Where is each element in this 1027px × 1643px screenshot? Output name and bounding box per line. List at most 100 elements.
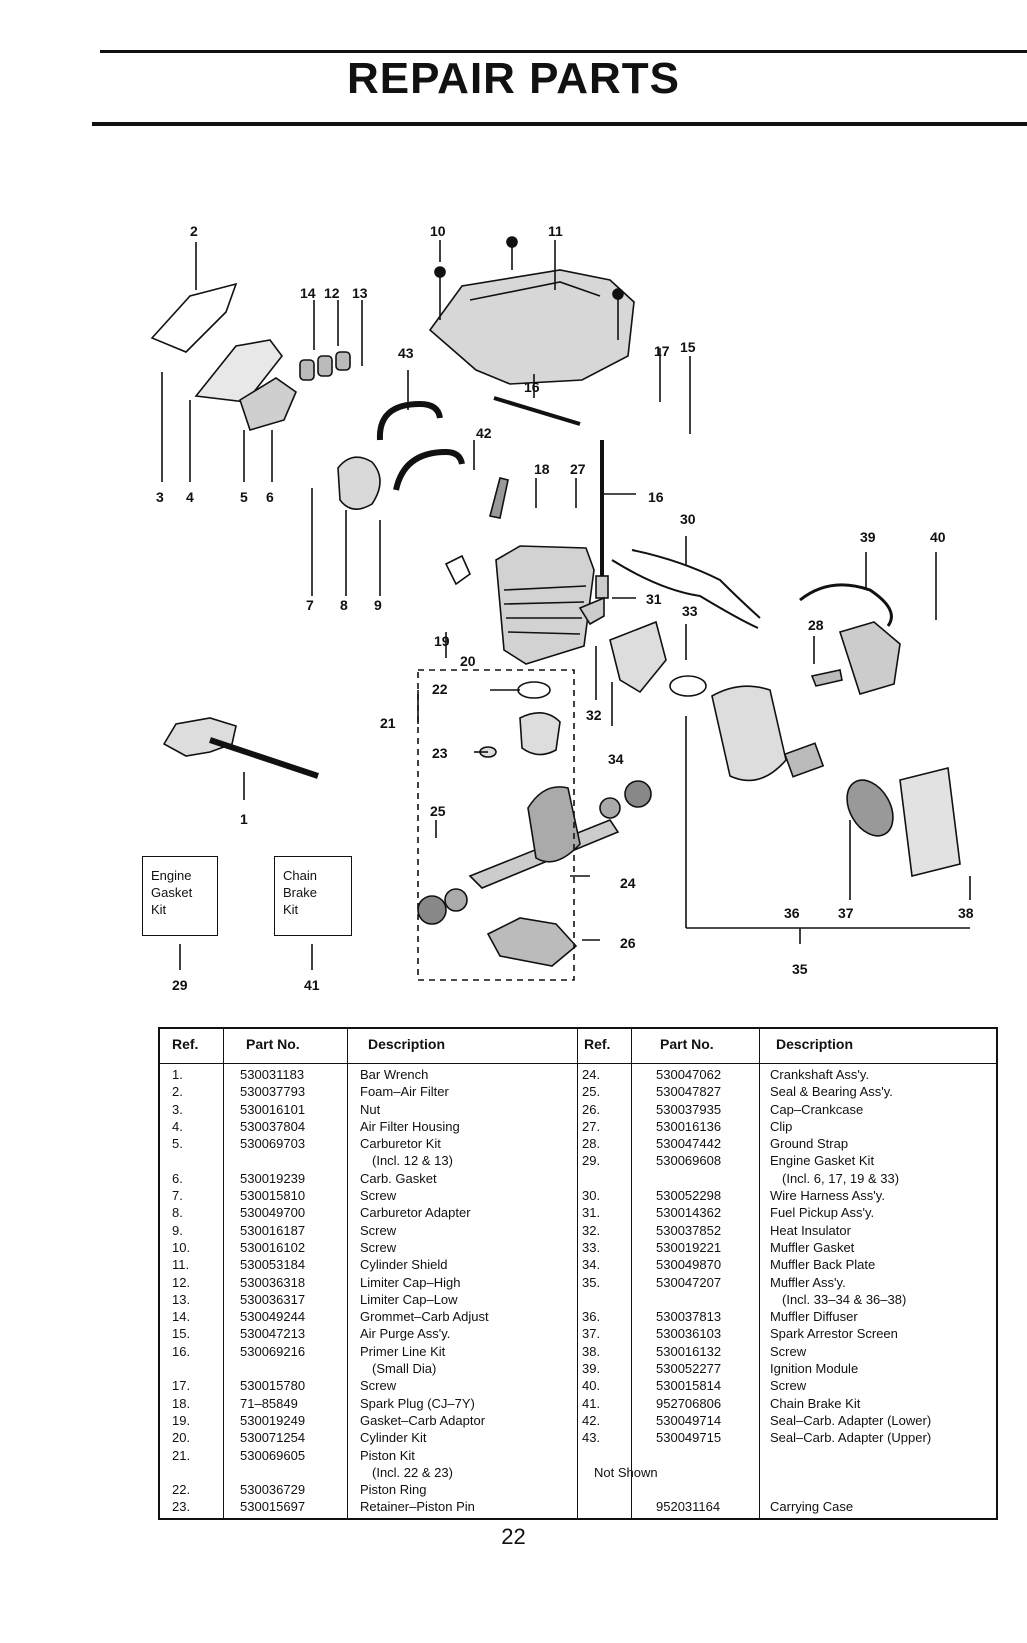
table-cell-desc: (Incl. 22 & 23) [372, 1464, 453, 1480]
table-cell-part: 530047213 [240, 1326, 306, 1342]
callout-21: 21 [380, 715, 396, 731]
parts-table: Ref. Part No. Description Ref. Part No. … [158, 1027, 998, 1520]
table-cell-desc: (Small Dia) [372, 1361, 437, 1377]
table-cell-part: 530049870 [656, 1257, 722, 1273]
header-part-left: Part No. [246, 1036, 300, 1052]
table-cell-ref: 29. [582, 1153, 601, 1169]
table-cell-ref: 38. [582, 1343, 601, 1359]
table-cell-ref: 20. [172, 1430, 191, 1446]
table-cell-ref: 2. [172, 1084, 183, 1100]
callout-5: 5 [240, 489, 248, 505]
table-cell-part: 530049715 [656, 1430, 722, 1446]
callout-29: 29 [172, 977, 188, 993]
table-cell-ref: 41. [582, 1395, 601, 1411]
table-cell-desc: (Incl. 33–34 & 36–38) [782, 1291, 907, 1307]
table-cell-desc: Spark Arrestor Screen [770, 1326, 898, 1342]
table-cell-ref: 28. [582, 1136, 601, 1152]
table-cell-ref: 19. [172, 1412, 191, 1428]
callout-37: 37 [838, 905, 854, 921]
table-cell-part: 952031164 [656, 1499, 721, 1515]
header-ref-right: Ref. [584, 1036, 611, 1052]
callout-12: 12 [324, 285, 340, 301]
table-cell-ref: 11. [172, 1257, 190, 1273]
callout-8: 8 [340, 597, 348, 613]
engine-gasket-kit-box: Engine Gasket Kit [142, 856, 218, 936]
table-cell-desc: Nut [360, 1101, 381, 1117]
table-cell-part [656, 1291, 758, 1308]
crankcase-cap [486, 917, 578, 967]
bar-wrench [162, 717, 237, 757]
table-cell-ref: 36. [582, 1309, 601, 1325]
callout-33: 33 [682, 603, 698, 619]
callout-19: 19 [434, 633, 450, 649]
kit-label-line: Kit [283, 902, 299, 917]
table-cell-desc: Piston Ring [360, 1482, 427, 1498]
callout-9: 9 [374, 597, 382, 613]
header-desc-right: Description [776, 1036, 854, 1052]
table-cell-part [656, 1170, 758, 1187]
callout-16b: 16 [648, 489, 664, 505]
wire-harness [631, 549, 761, 619]
callout-10: 10 [430, 223, 446, 239]
callout-40: 40 [930, 529, 946, 545]
table-cell-part [240, 1464, 346, 1481]
table-cell-ref: 26. [582, 1101, 601, 1117]
piston [519, 712, 561, 756]
table-cell-part: 530015697 [240, 1499, 306, 1515]
table-cell-part [240, 1152, 346, 1169]
primer-line [493, 396, 581, 426]
table-cell-part: 530037813 [656, 1309, 722, 1325]
table-cell-part: 530037804 [240, 1118, 306, 1134]
table-cell-ref: 30. [582, 1188, 601, 1204]
callout-43: 43 [398, 345, 414, 361]
table-cell-desc: Muffler Back Plate [770, 1257, 876, 1273]
spark-arrestor-screen [846, 779, 894, 837]
callout-25: 25 [430, 803, 446, 819]
table-cell-ref: 12. [172, 1274, 191, 1290]
table-cell-desc: Bar Wrench [360, 1067, 429, 1082]
ignition-module [838, 621, 901, 695]
table-cell-desc: Screw [360, 1222, 397, 1238]
table-cell-ref: 43. [582, 1430, 601, 1446]
table-cell-desc: Gasket–Carb Adaptor [360, 1412, 486, 1428]
callout-31: 31 [646, 591, 662, 607]
foam-air-filter [150, 282, 238, 353]
table-cell-desc: Retainer–Piston Pin [360, 1499, 475, 1515]
table-cell-desc: Muffler Ass'y. [770, 1274, 846, 1290]
table-cell-desc: Seal–Carb. Adapter (Lower) [770, 1412, 932, 1428]
table-cell-ref: 34. [582, 1257, 601, 1273]
callout-35: 35 [792, 961, 808, 977]
kit-label-line: Engine [151, 868, 192, 883]
table-cell-desc: Wire Harness Ass'y. [770, 1188, 885, 1204]
table-cell-ref: 33. [582, 1239, 601, 1255]
table-cell-part [240, 1360, 346, 1377]
exploded-parts-diagram: 2 3 4 5 6 14 12 13 10 11 43 16 17 15 42 … [150, 223, 974, 993]
table-cell-ref [172, 1152, 222, 1169]
table-cell-desc: Screw [360, 1378, 397, 1394]
table-cell-part [656, 1464, 758, 1481]
chain-brake-kit-box: Chain Brake Kit [274, 856, 352, 936]
table-cell-ref [172, 1360, 222, 1377]
table-cell-ref: 35. [582, 1274, 601, 1290]
callout-23: 23 [432, 745, 448, 761]
callout-15: 15 [680, 339, 696, 355]
table-cell-ref: 25. [582, 1084, 601, 1100]
table-cell-part: 530069608 [656, 1153, 722, 1169]
seal-upper [376, 400, 443, 441]
table-cell-part: 530036103 [656, 1326, 722, 1342]
callout-39: 39 [860, 529, 876, 545]
callout-22: 22 [432, 681, 448, 697]
table-cell-desc: (Incl. 12 & 13) [372, 1153, 453, 1169]
table-cell-desc: Screw [360, 1239, 397, 1255]
table-cell-part: 71–85849 [240, 1395, 298, 1411]
table-cell-ref [582, 1498, 630, 1515]
carburetor [239, 377, 297, 431]
table-cell-ref: 40. [582, 1378, 601, 1394]
table-cell-ref: 6. [172, 1170, 183, 1186]
table-cell-part: 530016187 [240, 1222, 306, 1238]
table-cell-desc: (Incl. 6, 17, 19 & 33) [782, 1170, 900, 1186]
table-cell-desc: Carburetor Adapter [360, 1205, 471, 1221]
table-cell-part: 530019239 [240, 1170, 306, 1186]
table-cell-desc: Ground Strap [770, 1136, 849, 1152]
table-cell-desc: Limiter Cap–High [360, 1274, 461, 1290]
